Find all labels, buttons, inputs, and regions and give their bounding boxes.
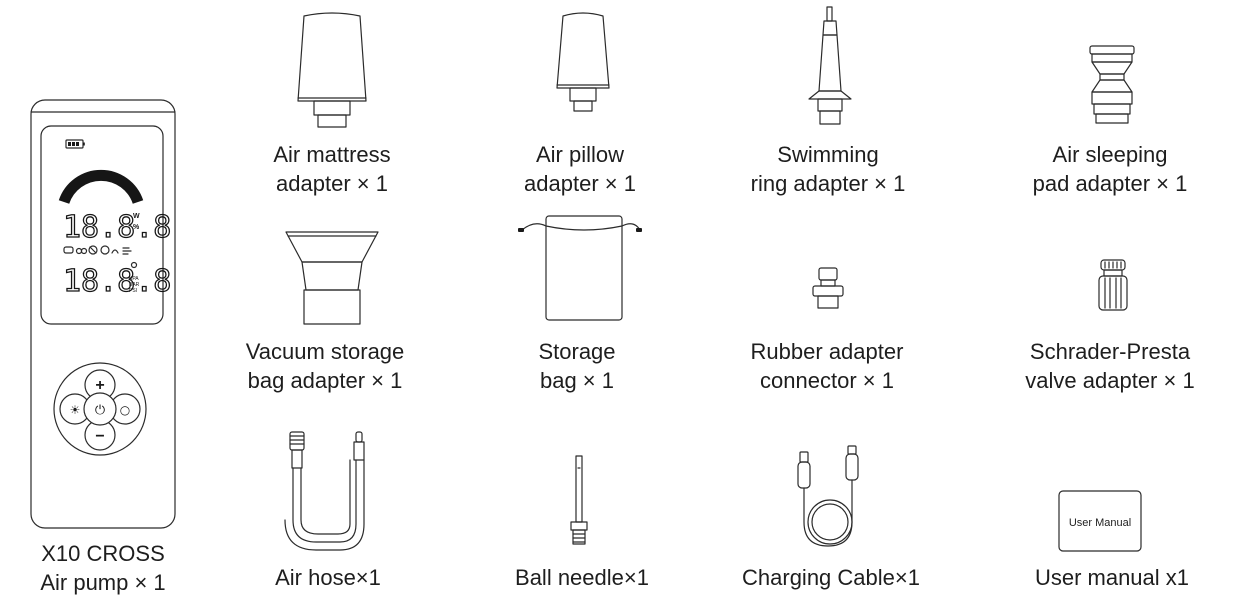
item-label-mattress: Air mattress adapter × 1 (273, 142, 391, 196)
storage-bag-icon (518, 215, 642, 321)
flow-mode-icon (122, 247, 132, 255)
light-icon: ☀ (70, 403, 81, 417)
item-label-pump: X10 CROSS Air pump × 1 (0, 539, 206, 597)
label-line2: Air pump × 1 (40, 570, 166, 595)
item-label-sleeping: Air sleeping pad adapter × 1 (1032, 142, 1188, 196)
air-hose-icon (284, 431, 365, 551)
item-label-pillow: Air pillow adapter × 1 (524, 142, 636, 196)
car-mode-icon (63, 246, 74, 254)
pressure-gauge-arc (58, 169, 144, 204)
plus-button: + (95, 377, 104, 394)
item-label-hose: Air hose×1 (275, 565, 381, 590)
item-label-swimming: Swimming ring adapter × 1 (750, 142, 906, 196)
air-pillow-adapter-icon (556, 12, 610, 112)
swimming-ring-adapter-icon (808, 6, 852, 125)
battery-icon (65, 139, 85, 149)
air-sleeping-pad-adapter-icon (1089, 45, 1135, 124)
thermometer-icon (130, 261, 138, 269)
vacuum-bag-adapter-icon (285, 231, 379, 325)
schrader-presta-valve-adapter-icon (1098, 259, 1128, 311)
item-label-cable: Charging Cable×1 (742, 565, 920, 590)
mode-icons-row (63, 245, 132, 255)
item-label-vacuum: Vacuum storage bag adapter × 1 (245, 339, 405, 393)
item-label-schrader: Schrader-Presta valve adapter × 1 (1025, 339, 1195, 393)
unit-kpa: KPA (129, 276, 139, 282)
manual-cover-title: User Manual (1069, 517, 1131, 529)
label-line1: X10 CROSS (41, 541, 165, 566)
air-pump-illustration: 18.8.8 W % 18.8.8 KPA BAR PSI + (30, 99, 176, 529)
ball-needle-icon (570, 455, 588, 545)
unit-percent-label: % (133, 224, 140, 231)
custom-mode-icon (111, 249, 119, 254)
power-icon: ⏻ (95, 403, 105, 418)
lower-lcd-digits: 18.8.8 (63, 264, 171, 299)
mode-icon: ○ (120, 403, 130, 417)
charging-cable-icon (797, 445, 859, 547)
pump-display-panel (40, 125, 164, 325)
pump-body-outline (30, 99, 176, 529)
item-label-rubber: Rubber adapter connector × 1 (750, 339, 904, 393)
bike-mode-icon (75, 247, 83, 255)
air-mattress-adapter-icon (297, 12, 367, 128)
ball-mode-icon (100, 245, 110, 255)
rubber-adapter-connector-icon (812, 267, 844, 309)
control-pad-ring (53, 362, 147, 456)
item-label-needle: Ball needle×1 (515, 565, 649, 590)
control-pad (53, 362, 147, 456)
user-manual-icon: User Manual (1058, 490, 1142, 552)
motorcycle-mode-icon (88, 245, 98, 255)
power-button-outline (83, 392, 117, 426)
upper-lcd-digits: 18.8.8 (63, 210, 171, 245)
item-label-storage: Storage bag × 1 (538, 339, 616, 393)
unit-psi: PSI (129, 288, 137, 294)
unit-w-label: W (133, 213, 140, 220)
unit-bar: BAR (129, 282, 140, 288)
item-label-manual: User manual x1 (1034, 565, 1190, 590)
minus-button: − (95, 428, 104, 445)
